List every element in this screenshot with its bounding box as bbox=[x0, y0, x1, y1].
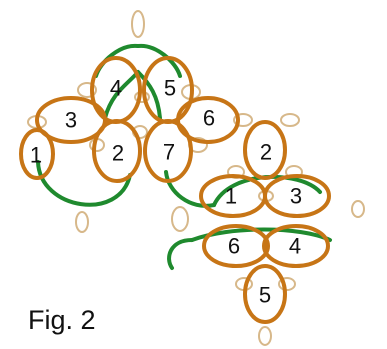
picot bbox=[258, 326, 272, 346]
picot bbox=[134, 91, 150, 103]
chain-right-center bbox=[136, 70, 162, 120]
ring-6-right bbox=[202, 224, 270, 268]
ring-5-right-label: 5 bbox=[259, 283, 271, 308]
picot bbox=[233, 113, 253, 127]
ring-6-right-label: 6 bbox=[228, 234, 240, 259]
picot bbox=[280, 113, 300, 127]
picot bbox=[278, 277, 296, 291]
ring-6-left bbox=[176, 96, 240, 144]
chain-right-tail bbox=[167, 238, 194, 270]
ring-5-right bbox=[243, 264, 287, 324]
chain-to-right-motif bbox=[164, 170, 216, 208]
ring-3-left-label: 3 bbox=[65, 108, 77, 133]
picot bbox=[75, 211, 89, 233]
ring-3-right bbox=[263, 174, 331, 218]
ring-2-right bbox=[243, 120, 287, 180]
ring-4-left-label: 4 bbox=[110, 76, 122, 101]
ring-1-left-label: 1 bbox=[30, 143, 42, 168]
ring-2-left bbox=[92, 119, 142, 183]
figure-caption: Fig. 2 bbox=[28, 305, 96, 335]
picot bbox=[131, 10, 145, 38]
picot bbox=[171, 206, 189, 232]
rings bbox=[19, 56, 331, 324]
ring-5-left-label: 5 bbox=[164, 76, 176, 101]
ring-7-left-label: 7 bbox=[163, 140, 175, 165]
ring-2-right-label: 2 bbox=[260, 140, 272, 165]
ring-1-left bbox=[19, 128, 55, 180]
picot bbox=[351, 200, 365, 218]
ring-1-right-label: 1 bbox=[225, 184, 237, 209]
picot bbox=[77, 82, 97, 98]
ring-3-right-label: 3 bbox=[290, 184, 302, 209]
ring-6-left-label: 6 bbox=[203, 106, 215, 131]
ring-4-right bbox=[262, 224, 330, 268]
chain-top-left bbox=[94, 43, 140, 78]
chain-top-right bbox=[136, 43, 182, 78]
ring-2-left-label: 2 bbox=[112, 141, 124, 166]
ring-7-left bbox=[143, 119, 193, 183]
ring-4-right-label: 4 bbox=[289, 234, 301, 259]
